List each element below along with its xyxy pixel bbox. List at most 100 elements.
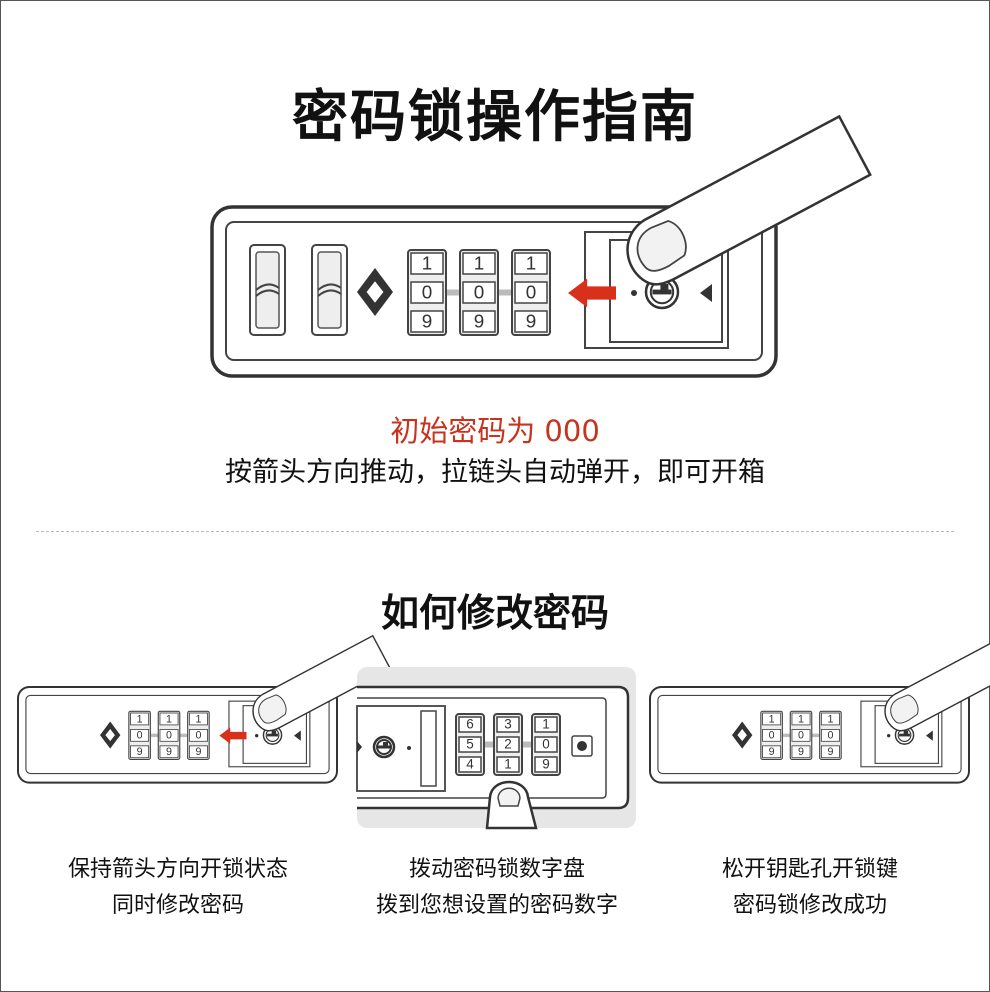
dial-digit: 1 [827, 713, 833, 725]
dial-digit: 4 [466, 757, 474, 772]
dial-digit-cell [188, 712, 208, 726]
dial-digit: 9 [422, 311, 433, 332]
keyhole-slot [383, 742, 388, 746]
finger-outline [252, 634, 392, 732]
dial-digit-cell [410, 281, 444, 304]
keyhole-slot [652, 289, 672, 295]
keyhole-slot [378, 745, 390, 749]
dial-digit: 9 [195, 746, 201, 758]
divider [36, 531, 954, 532]
dial-digit-cell [462, 281, 496, 304]
dial-digit: 1 [798, 713, 804, 725]
keyhole-slot [267, 733, 278, 737]
caption-line: 密码锁修改成功 [732, 893, 887, 918]
dial-digit: 1 [769, 713, 775, 725]
dial-digit: 0 [422, 282, 433, 303]
fingernail [258, 694, 287, 724]
dial-digit: 1 [422, 253, 433, 274]
direction-triangle-icon [926, 730, 933, 741]
dial-digit-cell [791, 728, 811, 742]
dial-digit-cell [496, 716, 520, 733]
dial-digit-cell [791, 745, 811, 759]
dial-digit: 0 [798, 730, 804, 742]
dial-digit: 1 [166, 713, 172, 725]
push-arrow-icon [568, 278, 616, 308]
dial-digit-cell [188, 745, 208, 759]
dial-digit-cell [534, 756, 558, 773]
indicator-dot [407, 746, 411, 750]
finger-outline [626, 114, 872, 286]
dial-digit: 9 [827, 746, 833, 758]
caption-line: 拨到您想设置的密码数字 [375, 893, 618, 918]
dial-digit: 0 [137, 730, 143, 742]
dial-digit: 0 [195, 730, 201, 742]
keyhole-slot [271, 730, 277, 735]
dial-digit-cell [762, 728, 782, 742]
direction-triangle-icon [357, 741, 362, 753]
step3-caption: 松开钥匙孔开锁键 密码锁修改成功 [650, 852, 970, 924]
brand-logo-icon-inner [737, 728, 747, 742]
page-title: 密码锁操作指南 [292, 85, 698, 150]
dial-digit: 1 [542, 717, 550, 732]
dial-digit: 2 [504, 737, 512, 752]
dial-digit: 0 [166, 730, 172, 742]
dial-digit-cell [534, 716, 558, 733]
dial-digit-cell [159, 745, 179, 759]
dial-digit: 1 [137, 713, 143, 725]
dial-digit: 0 [769, 730, 775, 742]
dial-digit-cell [534, 736, 558, 753]
finger-icon [626, 114, 872, 286]
dial-digit-cell [514, 281, 548, 304]
dial-digit: 9 [474, 311, 485, 332]
dial-digit-cell [820, 728, 840, 742]
dial-digit-cell [462, 310, 496, 333]
dial-digit: 0 [827, 730, 833, 742]
caption-line: 松开钥匙孔开锁键 [721, 857, 898, 882]
zipper-hook [317, 283, 342, 297]
dial-digit: 5 [466, 737, 474, 752]
fingernail [636, 219, 687, 272]
keyhole-slot [903, 730, 909, 735]
dial-digit: 9 [166, 746, 172, 758]
instruction-text: 按箭头方向推动，拉链头自动弹开，即可开箱 [225, 457, 765, 488]
dial-digit-cell [188, 728, 208, 742]
dial-digit: 0 [542, 737, 550, 752]
finger-outline [884, 634, 990, 732]
indicator-dot [254, 733, 259, 738]
dial-digit: 9 [769, 746, 775, 758]
dial-digit-cell [514, 310, 548, 333]
dial-digit-cell [458, 736, 482, 753]
dial-digit-cell [130, 745, 150, 759]
dial-digit-cell [458, 756, 482, 773]
dial-digit: 9 [526, 311, 537, 332]
dial-digit-cell [458, 716, 482, 733]
dial-digit: 1 [526, 253, 537, 274]
dial-digit: 0 [474, 282, 485, 303]
dial-digit-cell [410, 310, 444, 333]
dial-digit-cell [820, 745, 840, 759]
dial-digit: 9 [137, 746, 143, 758]
keyhole-slot [899, 733, 910, 737]
dial-digit-cell [410, 252, 444, 275]
indicator-dot [886, 733, 891, 738]
dial-digit-cell [130, 728, 150, 742]
dial-digit: 3 [504, 717, 512, 732]
dial-digit-cell [762, 712, 782, 726]
dial-digit-cell [159, 728, 179, 742]
brand-logo-icon-inner [366, 281, 384, 303]
fingernail [497, 787, 521, 807]
indicator-dot [631, 290, 637, 296]
caption-line: 保持箭头方向开锁状态 [67, 857, 288, 882]
section-title: 如何修改密码 [380, 591, 609, 635]
direction-triangle-icon [294, 730, 301, 741]
initial-code-text: 初始密码为 000 [390, 414, 600, 448]
dial-digit: 0 [526, 282, 537, 303]
dial-digit-cell [820, 712, 840, 726]
dial-digit-cell [130, 712, 150, 726]
finger-icon [252, 634, 392, 732]
caption-line: 拨动密码锁数字盘 [408, 857, 585, 882]
keyhole-slot [660, 284, 669, 291]
brand-logo-icon-inner [105, 728, 115, 742]
